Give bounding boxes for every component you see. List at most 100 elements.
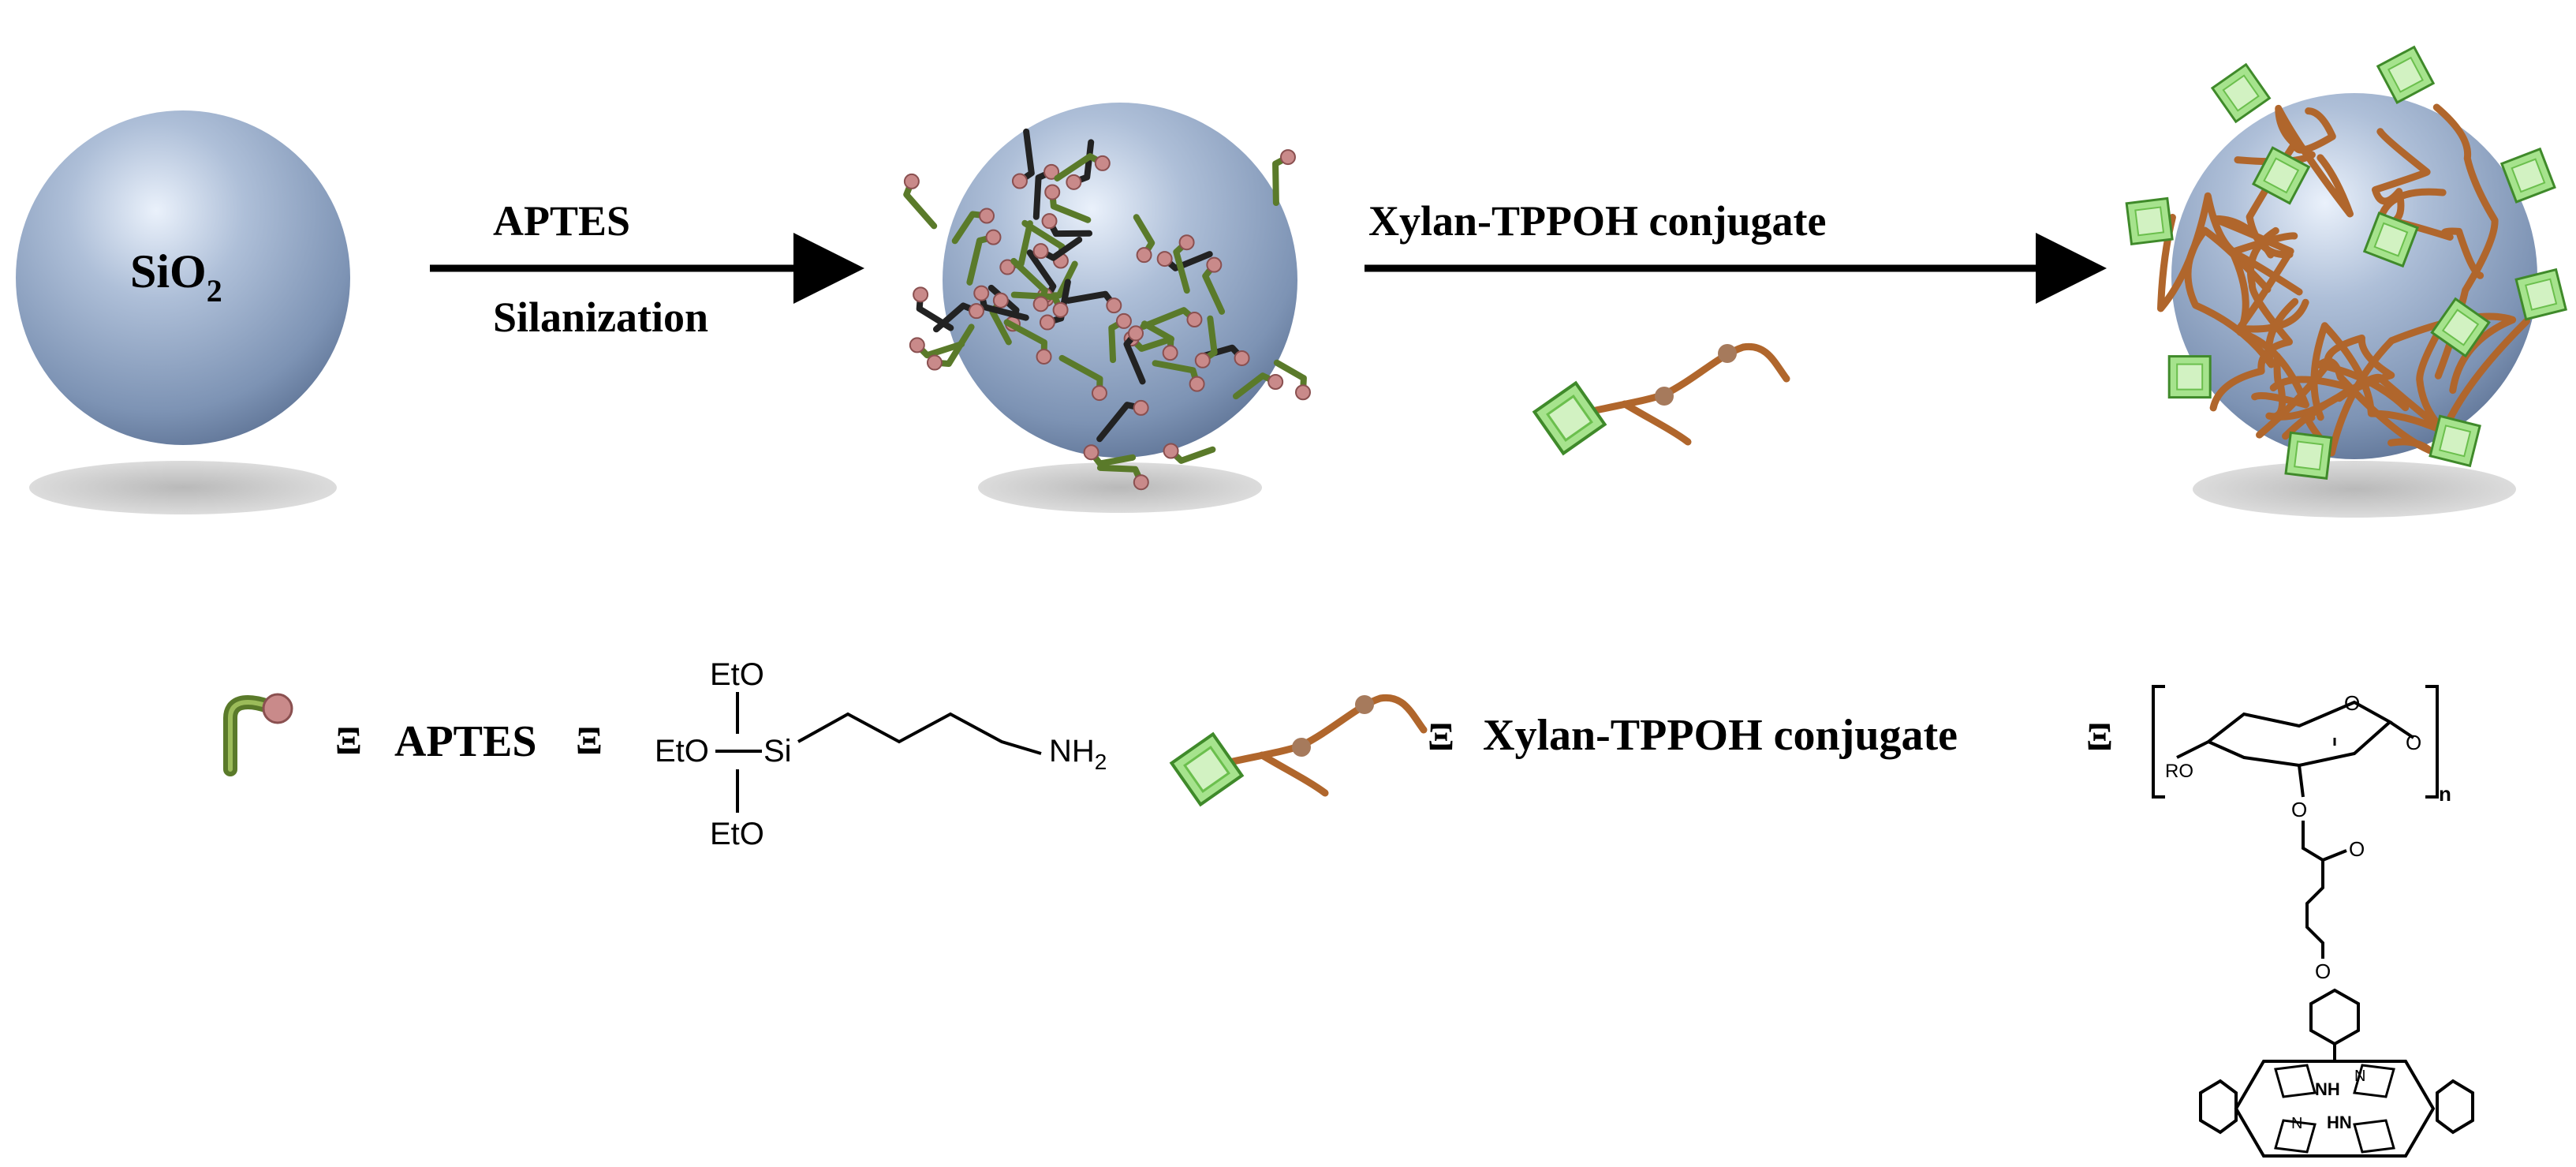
aptes-linker bbox=[1173, 234, 1195, 294]
sio2-label: SiO bbox=[130, 245, 207, 297]
aptes-linker bbox=[966, 229, 1002, 286]
conjugate-legend-name: Xylan-TPPOH conjugate bbox=[1483, 711, 1958, 760]
ro-group: RO bbox=[2165, 761, 2193, 782]
ring-oxygen: O bbox=[2344, 691, 2360, 715]
amine-nh: NH bbox=[1049, 734, 1095, 769]
svg-text:NH2: NH2 bbox=[1049, 734, 1107, 774]
porphyrin-tag bbox=[2429, 414, 2481, 468]
xylan-strands bbox=[2157, 103, 2530, 457]
aptes-linker bbox=[1202, 256, 1226, 315]
ester-oxygen: O bbox=[2291, 798, 2307, 821]
equiv-symbol-4: Ξ bbox=[2086, 714, 2113, 758]
equiv-symbol-1: Ξ bbox=[335, 718, 362, 762]
aptes-linker bbox=[1032, 163, 1060, 220]
aptes-linker bbox=[1163, 443, 1216, 464]
silica-sphere-icon bbox=[16, 110, 350, 445]
xylan-unit-structure: n O O RO O O O bbox=[2152, 685, 2474, 1158]
sphere-1-shadow bbox=[29, 461, 337, 514]
aptes-linker-icon bbox=[223, 693, 293, 776]
silica-sphere-1: SiO2 bbox=[16, 110, 350, 514]
aptes-linker bbox=[1058, 354, 1107, 402]
aptes-linker bbox=[1152, 360, 1205, 392]
eto-left: EtO bbox=[655, 734, 709, 769]
aptes-linker bbox=[999, 220, 1033, 275]
reaction-step-2: Xylan-TPPOH conjugate bbox=[1365, 197, 2107, 456]
aptes-linkers bbox=[903, 128, 1311, 491]
porphyrin-tag bbox=[2376, 45, 2436, 104]
aptes-linker bbox=[1010, 291, 1069, 318]
porphyrin-tag bbox=[2362, 211, 2419, 268]
aptes-linker bbox=[1123, 325, 1146, 385]
porphyrin-tag bbox=[2284, 431, 2333, 481]
porphyrin-tag bbox=[2514, 267, 2567, 321]
aptes-linker bbox=[973, 285, 1029, 321]
aptes-linker bbox=[1140, 307, 1203, 330]
carbonyl-oxygen: O bbox=[2349, 837, 2365, 861]
xylan-strand bbox=[2234, 104, 2354, 218]
hn-label: HN bbox=[2327, 1113, 2352, 1132]
aptes-legend-name: APTES bbox=[394, 717, 537, 766]
equiv-symbol-3: Ξ bbox=[1428, 714, 1454, 758]
step-1-reagent: APTES bbox=[493, 197, 630, 245]
eto-bottom: EtO bbox=[710, 817, 764, 851]
aptes-linker bbox=[1156, 251, 1213, 271]
aptes-linker bbox=[1083, 444, 1137, 467]
aptes-linker bbox=[1096, 399, 1149, 443]
aptes-sphere-core bbox=[943, 103, 1297, 458]
glycosidic-o: O bbox=[2406, 731, 2421, 754]
porphyrin-tag bbox=[2430, 297, 2491, 358]
aptes-linker bbox=[1003, 319, 1052, 365]
aptes-linker bbox=[1108, 312, 1132, 364]
xylan-strand bbox=[2246, 107, 2336, 259]
porphyrin-tag bbox=[2210, 62, 2272, 124]
n-label-1: N bbox=[2354, 1068, 2365, 1085]
aptes-structure: EtO EtO EtO Si NH2 bbox=[655, 657, 1107, 851]
svg-text:SiO2: SiO2 bbox=[130, 245, 222, 309]
aptes-linker bbox=[1041, 213, 1093, 238]
eto-top: EtO bbox=[710, 657, 764, 692]
porphyrin-core: NH HN N N bbox=[2234, 1060, 2436, 1158]
porphyrin-tags bbox=[2125, 45, 2567, 481]
aptes-linker bbox=[926, 324, 975, 371]
ether-oxygen: O bbox=[2315, 959, 2331, 983]
amine-subscript: 2 bbox=[1095, 750, 1107, 774]
xylan-strand bbox=[2310, 317, 2530, 436]
aptes-linker bbox=[1272, 149, 1296, 207]
xylan-legend-icon bbox=[1169, 694, 1428, 807]
reaction-step-1: APTES Silanization bbox=[430, 197, 864, 341]
si-atom: Si bbox=[763, 734, 792, 769]
porphyrin-tag bbox=[2252, 146, 2311, 205]
aptes-linker bbox=[903, 173, 938, 230]
aptes-linker bbox=[913, 286, 954, 331]
step-2-reagent: Xylan-TPPOH conjugate bbox=[1368, 197, 1826, 245]
aptes-linker bbox=[1194, 315, 1218, 368]
xylan-strand bbox=[2228, 232, 2309, 409]
aptes-linker bbox=[951, 208, 995, 245]
sphere-3-shadow bbox=[2193, 461, 2516, 518]
aptes-linker bbox=[932, 302, 984, 333]
step-1-process: Silanization bbox=[493, 294, 708, 341]
sphere-2-shadow bbox=[978, 462, 1262, 513]
aptes-linker bbox=[1032, 236, 1083, 261]
aptes-linker bbox=[1010, 257, 1049, 312]
aptes-sphere bbox=[903, 103, 1311, 513]
aptes-linker bbox=[1096, 464, 1149, 491]
xylan-sphere bbox=[2125, 45, 2567, 518]
aptes-linker bbox=[1044, 184, 1092, 223]
legend: Ξ APTES Ξ EtO EtO EtO Si NH2 Ξ Xyl bbox=[223, 657, 2474, 1158]
aptes-linker bbox=[1133, 214, 1155, 264]
porphyrin-tag bbox=[2499, 147, 2556, 204]
aptes-linker bbox=[1039, 279, 1071, 331]
xylan-strand bbox=[2371, 128, 2431, 227]
xylan-conjugate-icon bbox=[1532, 342, 1790, 456]
xylan-strand bbox=[2157, 192, 2303, 312]
aptes-linker bbox=[1065, 290, 1122, 314]
porphyrin-tag bbox=[2125, 196, 2174, 246]
aptes-linker bbox=[909, 337, 965, 359]
sio2-subscript: 2 bbox=[207, 273, 222, 309]
repeat-n: n bbox=[2439, 782, 2451, 806]
aptes-linker bbox=[1011, 128, 1035, 189]
equiv-symbol-2: Ξ bbox=[576, 718, 603, 762]
aptes-linker bbox=[1141, 320, 1178, 361]
